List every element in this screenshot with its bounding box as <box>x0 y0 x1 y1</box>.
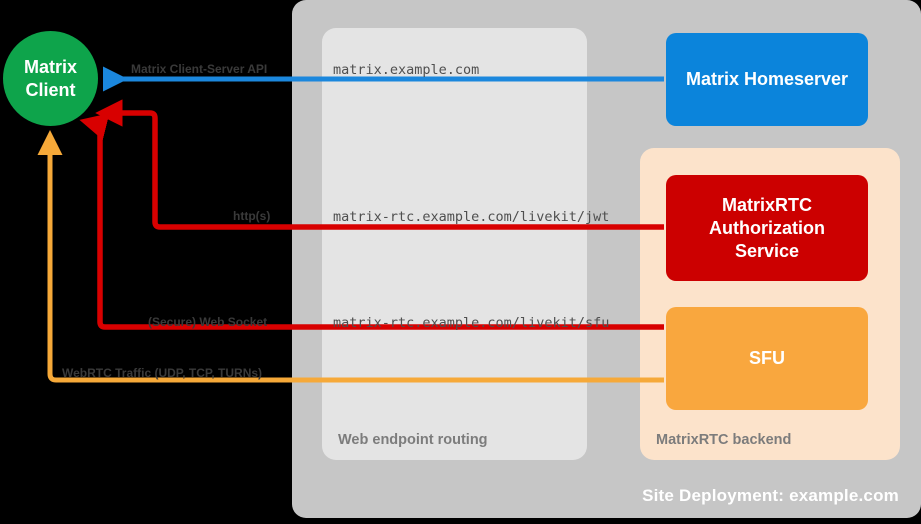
node-matrix-client[interactable]: Matrix Client <box>3 31 98 126</box>
node-auth-line1: MatrixRTC <box>721 194 812 215</box>
node-auth-line2: Authorization <box>709 217 825 238</box>
endpoint-matrix-example-com: matrix.example.com <box>333 62 480 78</box>
web-endpoint-routing-container: Web endpoint routing <box>322 28 587 460</box>
site-deployment-label: Site Deployment: example.com <box>642 486 899 505</box>
edge-secure-websocket <box>79 113 664 330</box>
node-matrix-homeserver-label: Matrix Homeserver <box>685 69 849 89</box>
node-matrix-homeserver[interactable]: Matrix Homeserver <box>666 33 868 126</box>
node-sfu-label: SFU <box>749 348 785 368</box>
edge-label-webrtc-traffic: WebRTC Traffic (UDP, TCP, TURNs) <box>62 366 263 380</box>
node-matrix-client-line2: Client <box>25 79 76 100</box>
endpoint-livekit-sfu: matrix-rtc.example.com/livekit/sfu <box>333 315 610 331</box>
edge-webrtc-traffic <box>37 130 664 383</box>
node-matrix-client-line1: Matrix <box>23 56 77 77</box>
node-auth-line3: Service <box>734 240 800 261</box>
node-matrixrtc-authorization-service[interactable]: MatrixRTC Authorization Service <box>666 175 868 281</box>
node-sfu[interactable]: SFU <box>666 307 868 410</box>
matrixrtc-backend-label: MatrixRTC backend <box>656 432 792 448</box>
edge-label-matrix-client-server-api: Matrix Client-Server API <box>131 62 268 76</box>
edge-label-https: http(s) <box>233 209 271 223</box>
edge-https-jwt <box>95 99 664 230</box>
endpoint-livekit-jwt: matrix-rtc.example.com/livekit/jwt <box>333 209 610 225</box>
edge-label-secure-websocket: (Secure) Web Socket <box>148 315 268 329</box>
web-endpoint-routing-label: Web endpoint routing <box>338 432 488 448</box>
